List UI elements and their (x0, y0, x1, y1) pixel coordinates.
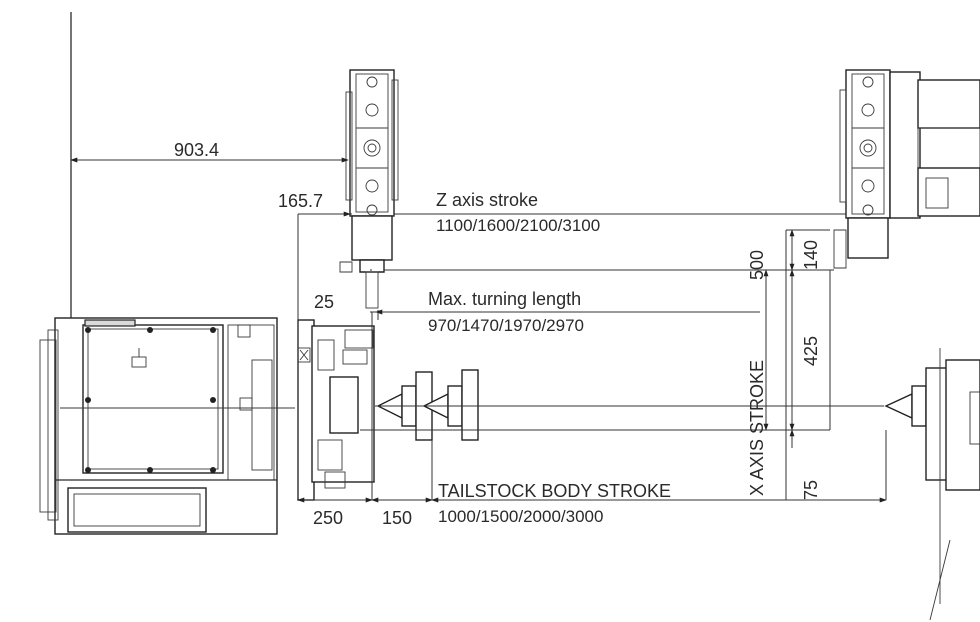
z-axis-stroke-title: Z axis stroke (436, 190, 538, 210)
tailstock-stroke-values: 1000/1500/2000/3000 (438, 507, 603, 526)
chuck-assembly (297, 319, 375, 501)
dim-165: 165.7 (278, 191, 323, 211)
dim-150: 150 (382, 508, 412, 528)
dim-25: 25 (314, 292, 334, 312)
dimension-lines (70, 157, 887, 503)
dim-140: 140 (801, 240, 821, 270)
headstock (39, 317, 295, 535)
dim-903: 903.4 (174, 140, 219, 160)
tailstock-stroke-title: TAILSTOCK BODY STROKE (438, 481, 671, 501)
dim-500: 500 (747, 250, 767, 280)
reference-lines (70, 12, 884, 501)
z-axis-stroke-values: 1100/1600/2100/3100 (436, 216, 600, 235)
max-turning-length-values: 970/1470/1970/2970 (428, 316, 584, 335)
tool-turret-left (339, 69, 399, 309)
dim-425: 425 (801, 336, 821, 366)
x-axis-stroke-label: X AXIS STROKE (747, 360, 767, 496)
dim-75: 75 (801, 480, 821, 500)
max-turning-length-title: Max. turning length (428, 289, 581, 309)
tool-turret-right (833, 69, 980, 269)
dim-250: 250 (313, 508, 343, 528)
